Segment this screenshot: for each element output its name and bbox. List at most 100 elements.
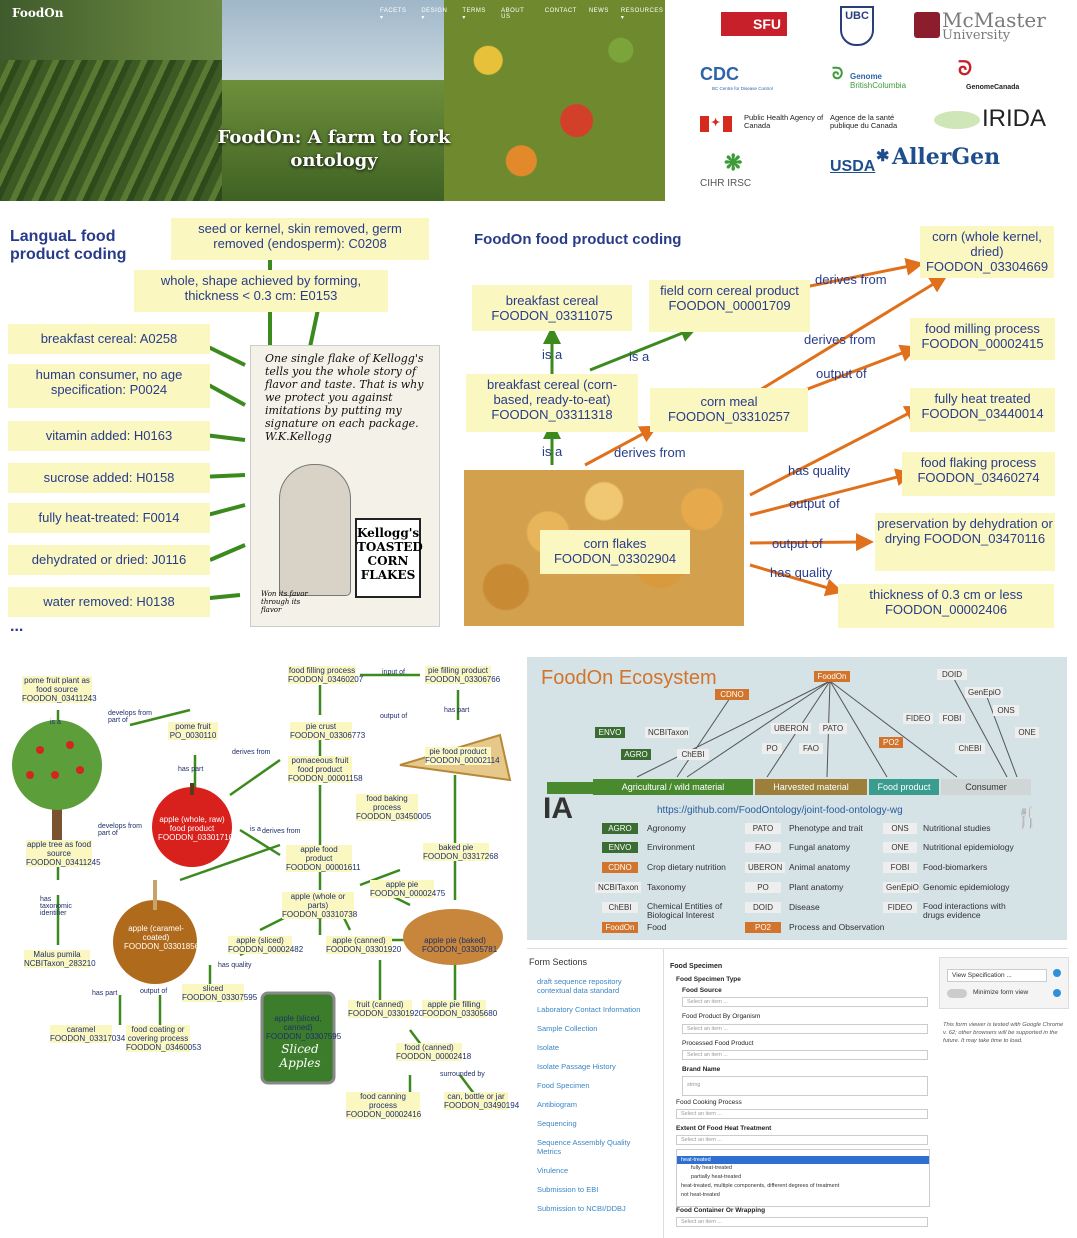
eco-node: ChEBI — [955, 743, 985, 754]
divider — [663, 949, 664, 1238]
nav-item[interactable]: RESOURCES ▾ — [620, 8, 664, 21]
form-section-link[interactable]: Antibiogram — [537, 1100, 578, 1109]
legend-tag: ONE — [883, 842, 917, 853]
form-section-link[interactable]: Sequencing — [537, 1119, 577, 1128]
genome-canada-logo: GenomeCanada — [966, 84, 1020, 91]
apple-node: apple (whole or parts) FOODON_03310738 — [282, 892, 358, 919]
legend-label: Environment — [647, 842, 695, 852]
form-section-link[interactable]: Sample Collection — [537, 1024, 598, 1033]
eco-node: PO — [762, 743, 782, 754]
food-product-organism-select[interactable]: Select an item ... — [682, 1024, 928, 1034]
rel-is-a: is a — [629, 349, 650, 364]
container-select[interactable]: Select an item ... — [676, 1217, 928, 1227]
dropdown-option[interactable]: partially heat-treated — [691, 1174, 742, 1180]
form-section-link[interactable]: Virulence — [537, 1166, 569, 1175]
info-icon[interactable] — [1053, 989, 1061, 997]
legend-tag: CDNO — [602, 862, 638, 873]
rel-output-of: output of — [816, 366, 867, 381]
form-section-link[interactable]: Submission to EBI — [537, 1185, 599, 1194]
legend-tag: PATO — [745, 823, 781, 834]
form-section-link[interactable]: Sequence Assembly Quality Metrics — [537, 1138, 631, 1156]
nav-item[interactable]: TERMS ▾ — [462, 8, 486, 21]
form-section-link[interactable]: draft sequence repository contextual dat… — [537, 977, 622, 995]
arrow — [209, 543, 246, 562]
sfu-logo: SFU — [721, 12, 787, 36]
dropdown-option[interactable]: heat-treated, multiple components, diffe… — [681, 1183, 840, 1189]
nav-item[interactable]: CONTACT — [544, 8, 577, 14]
rel-is-a: is a — [542, 347, 563, 362]
nav-item[interactable]: ABOUT US — [501, 8, 525, 20]
form-section-link[interactable]: Food Specimen — [537, 1081, 590, 1090]
genome-bc-icon: ᘐ — [832, 66, 844, 83]
ad-illustration — [279, 464, 351, 596]
heat-treatment-select[interactable]: Select an item ... — [676, 1135, 928, 1145]
dropdown-option[interactable]: fully heat-treated — [691, 1165, 732, 1171]
sky-photo — [222, 0, 444, 80]
more-ellipsis: ... — [10, 618, 24, 635]
foodon-arrows — [543, 257, 948, 597]
brand-name-input[interactable]: string — [682, 1076, 928, 1096]
langual-code: breakfast cereal: A0258 — [8, 324, 210, 354]
processed-food-select[interactable]: Select an item ... — [682, 1050, 928, 1060]
info-icon[interactable] — [1053, 969, 1061, 977]
field-label: Food Product By Organism — [682, 1013, 761, 1020]
legend-label: Nutritional studies — [923, 823, 991, 833]
apple-rel: has part — [444, 707, 470, 714]
langual-code-top2: whole, shape achieved by forming, thickn… — [134, 270, 388, 312]
legend-label: Taxonomy — [647, 882, 686, 892]
form-section-link[interactable]: Isolate — [537, 1043, 560, 1052]
ecosystem-title: FoodOn Ecosystem — [541, 667, 717, 689]
legend-label: Food interactions with drugs evidence — [923, 901, 1006, 920]
legend-tag: FoodOn — [602, 922, 638, 933]
legend-label: Food-biomarkers — [923, 862, 988, 872]
site-logo[interactable]: FoodOn — [12, 6, 64, 20]
stage-food-product: Food product — [869, 779, 939, 795]
apple-node: food coating or covering process FOODON_… — [126, 1025, 202, 1052]
apple-rel: has part — [92, 990, 118, 997]
eco-node: ONE — [1015, 727, 1039, 738]
food-source-select[interactable]: Select an item ... — [682, 997, 928, 1007]
form-section-link[interactable]: Isolate Passage History — [537, 1062, 616, 1071]
apple-node: pie food product FOODON_00002114 — [425, 747, 500, 765]
arrow — [204, 433, 246, 442]
foodon-node: corn (whole kernel, dried) FOODON_033046… — [920, 226, 1054, 278]
foodon-node: food milling process FOODON_00002415 — [910, 318, 1055, 360]
foodon-node: preservation by dehydration or drying FO… — [875, 513, 1055, 571]
apple-node: apple (canned) FOODON_03301920 — [326, 936, 402, 954]
legend-label: Plant anatomy — [789, 882, 844, 892]
apple-rel: output of — [380, 713, 408, 720]
banner-title: FoodOn: A farm to fork ontology — [217, 127, 451, 171]
ad-caption: Won its favor through its flavor — [261, 590, 308, 614]
langual-code-top1: seed or kernel, skin removed, germ remov… — [171, 218, 429, 260]
pasture-photo — [222, 80, 444, 201]
foodon-node: breakfast cereal (corn-based, ready-to-e… — [466, 374, 638, 432]
bccdc-logo: BC Centre for Disease Control — [712, 86, 773, 91]
form-section-link[interactable]: Submission to NCBI/DDBJ — [537, 1204, 626, 1213]
dropdown-option[interactable]: heat-treated — [677, 1156, 929, 1164]
apple-node: caramel FOODON_03317034 — [50, 1025, 126, 1043]
view-spec-select[interactable]: View Specification ... — [947, 969, 1047, 982]
cooking-process-select[interactable]: Select an item ... — [676, 1109, 928, 1119]
minimize-toggle[interactable] — [947, 989, 967, 998]
apple-rel: is a — [250, 826, 261, 833]
arrow — [584, 425, 658, 467]
legend-tag: PO — [745, 882, 781, 893]
nav-item[interactable]: NEWS — [588, 8, 609, 14]
apple-node: apple pie (baked) FOODON_03305781 — [422, 936, 498, 954]
apple-rel: develops from part of — [98, 823, 142, 837]
genome-bc-sub: BritishColumbia — [850, 81, 907, 90]
apple-node: food canning process FOODON_00002416 — [346, 1092, 422, 1119]
can-label: apple (sliced, canned) FOODON_03307595 — [266, 1014, 342, 1041]
legend-tag: GenEpiO — [883, 882, 919, 893]
apple-node: can, bottle or jar FOODON_03490194 — [444, 1092, 520, 1110]
eco-node: ENVO — [595, 727, 625, 738]
nav-item[interactable]: DESIGN ▾ — [421, 8, 448, 21]
dropdown-option[interactable]: not heat-treated — [681, 1192, 720, 1198]
github-link[interactable]: https://github.com/FoodOntology/joint-fo… — [657, 805, 903, 816]
legend-tag: FOBI — [883, 862, 917, 873]
minimize-label: Minimize form view — [973, 989, 1029, 996]
form-section-link[interactable]: Laboratory Contact Information — [537, 1005, 641, 1014]
cihr-logo: CIHR IRSC — [700, 178, 752, 189]
apple-node: apple pie FOODON_00002475 — [370, 880, 446, 898]
nav-item[interactable]: FACETS ▾ — [380, 8, 407, 21]
